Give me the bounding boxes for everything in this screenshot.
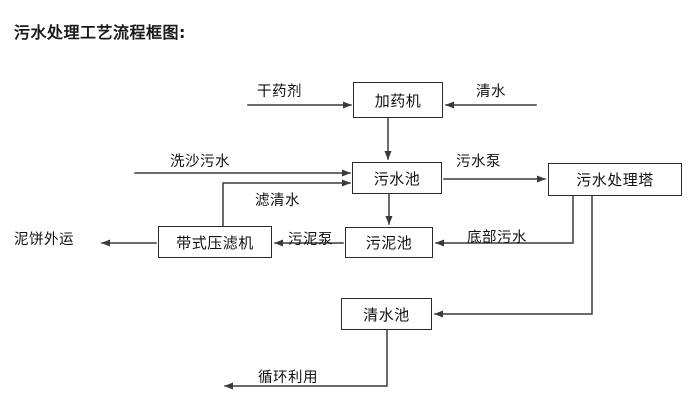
- edge-treatment-tower-to-clear-water-pool: [434, 195, 593, 318]
- node-label: 污水池: [373, 169, 421, 188]
- node-clear-water-pool[interactable]: 清水池: [341, 298, 432, 330]
- node-sludge-pool[interactable]: 污泥池: [345, 227, 433, 258]
- edge-clear-water-pool-to-recycle: [224, 329, 388, 390]
- node-sewage-pool[interactable]: 污水池: [352, 162, 442, 194]
- edge-filtered-water-to-sewage-pool: [222, 179, 351, 227]
- node-label: 清水池: [363, 305, 410, 324]
- node-label: 加药机: [374, 91, 422, 110]
- edge-treatment-tower-to-sludge-pool: [435, 195, 574, 247]
- edge-label-clean-water: 清水: [476, 84, 506, 100]
- edge-label-filtered-water: 滤清水: [255, 193, 300, 209]
- node-belt-filter-press[interactable]: 带式压滤机: [158, 226, 272, 258]
- terminal-mud-cake-export: 泥饼外运: [14, 232, 74, 248]
- node-dosing-machine[interactable]: 加药机: [353, 82, 443, 118]
- terminal-recycle-reuse: 循环利用: [258, 370, 318, 386]
- node-label: 污泥池: [365, 234, 413, 252]
- node-treatment-tower[interactable]: 污水处理塔: [548, 163, 682, 196]
- node-label: 污水处理塔: [576, 171, 654, 189]
- edge-label-sludge-pump: 污泥泵: [288, 232, 333, 248]
- edge-label-bottom-sewage: 底部污水: [467, 230, 527, 246]
- edge-label-sewage-pump: 污水泵: [456, 154, 501, 170]
- page-title: 污水处理工艺流程框图:: [14, 23, 186, 42]
- edge-label-dry-agent: 干药剂: [257, 84, 302, 100]
- edge-label-sand-wash-sewage: 洗沙污水: [170, 154, 230, 170]
- node-label: 带式压滤机: [176, 233, 254, 252]
